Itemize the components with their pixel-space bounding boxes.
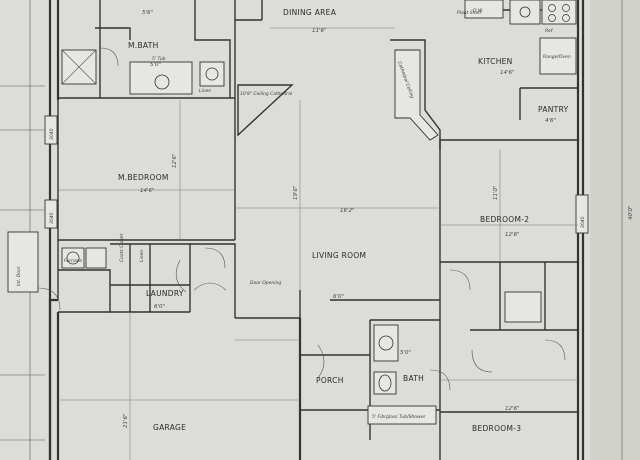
label-porch: PORCH (316, 376, 344, 385)
dim-mbath-a: 5'6" (142, 10, 153, 16)
window-label-right: 3040 (580, 216, 586, 228)
tub-label: 5' Fibrglass Tub/Shower (372, 414, 426, 420)
lower-walls (56, 262, 578, 460)
side-entry: Int. Door (7, 231, 61, 311)
right-window: 3040 40'0" (575, 0, 634, 460)
dim-living: 16'2" (340, 208, 355, 214)
dim-bed3: 12'6" (505, 406, 520, 412)
dim-garage-v: 21'6" (123, 413, 129, 428)
dim-mbath-b: 5'0" (150, 62, 161, 68)
label-living-room: LIVING ROOM (312, 251, 366, 260)
plant-shelf-note: Plant Shelf (457, 10, 482, 16)
label-pantry: PANTRY (538, 105, 569, 114)
label-kitchen: KITCHEN (478, 57, 513, 66)
dim-mbed: 14'6" (140, 188, 155, 194)
ref-label: Ref (545, 28, 554, 34)
label-bath: BATH (403, 374, 424, 383)
left-windows: 3040 3040 (44, 115, 58, 229)
closet-b-label: Linen (139, 250, 145, 262)
label-laundry: LAUNDRY (146, 289, 184, 298)
dim-kitchen: 14'6" (500, 70, 515, 76)
label-dining-area: DINING AREA (283, 8, 337, 17)
range-label: Range/Oven (543, 54, 571, 60)
garage-dimension-lines (58, 312, 300, 460)
label-m-bedroom: M.BEDROOM (118, 173, 169, 182)
bedroom-closets (440, 269, 578, 381)
tub-note: 5' Tub (152, 56, 166, 62)
dim-porch: 6'0" (333, 294, 344, 300)
door-opening-note: Door Opening (250, 280, 281, 286)
dim-bath: 5'0" (400, 350, 411, 356)
dim-laundry: 6'0" (154, 304, 165, 310)
living-dimension-lines (58, 27, 578, 330)
dim-bed2-v: 11'0" (493, 185, 499, 200)
garage-door-note: Int. Door (16, 265, 22, 286)
label-garage: GARAGE (153, 423, 186, 432)
room-labels: DINING AREA M.BATH KITCHEN PANTRY M.BEDR… (118, 8, 569, 433)
dw-label: D.W. (473, 8, 483, 14)
linen-note: Linen (199, 88, 211, 94)
window-label-a: 3040 (49, 128, 55, 140)
left-dimension-lines (0, 0, 45, 460)
dim-mbed-v: 12'6" (172, 153, 178, 168)
dim-pantry: 4'6" (545, 118, 556, 124)
label-bedroom-2: BEDROOM-2 (480, 215, 529, 224)
dim-living-v: 19'6" (293, 185, 299, 200)
dim-bed2: 12'6" (505, 232, 520, 238)
laundry-walls: Furnace Coats Closet Linen (57, 234, 236, 318)
m-bath-fixtures (61, 47, 225, 95)
cathedral-note: 10'8" Ceiling Cathedral (240, 91, 293, 97)
furnace-label: Furnace (64, 258, 82, 264)
cathedral-ceiling-marker: 10'8" Ceiling Cathedral (237, 84, 294, 137)
label-m-bath: M.BATH (128, 41, 159, 50)
label-bedroom-3: BEDROOM-3 (472, 424, 521, 433)
dim-dining: 11'6" (312, 28, 327, 34)
window-label-b: 3040 (49, 212, 55, 224)
paper-edge (590, 0, 640, 460)
bath-fixtures: 5' Fibrglass Tub/Shower (317, 324, 451, 425)
dimension-labels: 11'6" 5'6" 5'0" 14'6" 4'6" 14'6" 12'6" 1… (123, 10, 556, 428)
closet-a-label: Coats Closet (119, 234, 125, 262)
right-total-dim: 40'0" (628, 205, 634, 220)
misc-notes: Linen Plant Shelf Door Opening 5' Tub (152, 10, 482, 286)
kitchen-fixtures: Range/Oven Ref D.W. Cathedral Ceiling (394, 0, 577, 141)
